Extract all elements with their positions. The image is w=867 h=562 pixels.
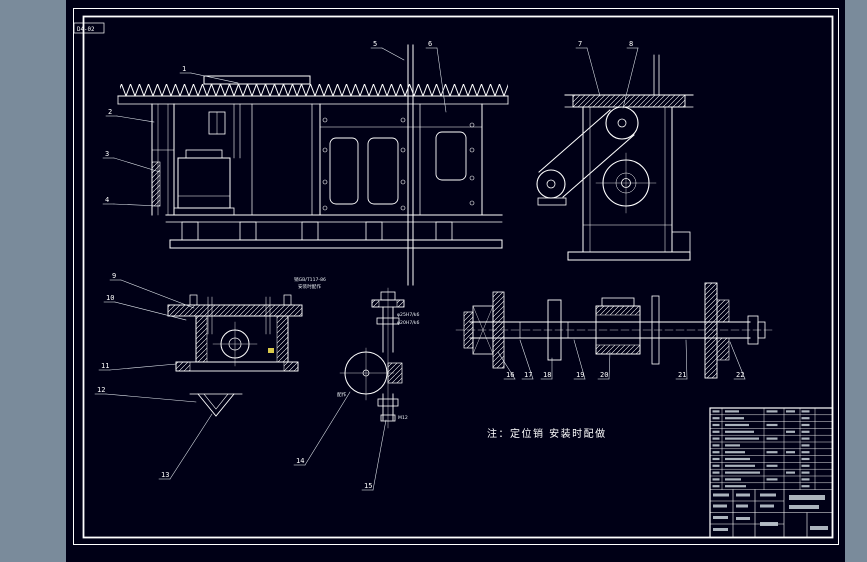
part-callout-19: 19 xyxy=(576,371,584,379)
part-callout-16: 16 xyxy=(506,371,514,379)
micro-annotation: M12 xyxy=(398,415,408,421)
part-callout-7: 7 xyxy=(578,40,582,48)
part-callout-10: 10 xyxy=(106,294,114,302)
flywheel-disc xyxy=(704,282,718,379)
assembly-note: 注：定位销 安装时配做 xyxy=(487,427,607,440)
part-callout-22: 22 xyxy=(736,371,744,379)
part-callout-15: 15 xyxy=(364,482,372,490)
part-callout-12: 12 xyxy=(97,386,105,394)
sheet-corner-label: D4-02 xyxy=(77,27,94,33)
part-callout-1: 1 xyxy=(182,65,186,73)
micro-annotation: φ20H7/k6 xyxy=(397,320,419,326)
bearing-housing-wall xyxy=(492,291,505,369)
inspection-window xyxy=(367,137,399,205)
detail-bearing-bracket-section xyxy=(167,294,303,417)
drawing-frame: D4-02 xyxy=(73,8,839,545)
part-callout-6: 6 xyxy=(428,40,432,48)
part-callout-18: 18 xyxy=(543,371,551,379)
part-callout-8: 8 xyxy=(629,40,633,48)
parts-list-text-marks xyxy=(712,410,810,488)
part-callout-5: 5 xyxy=(373,40,377,48)
part-callout-13: 13 xyxy=(161,471,169,479)
micro-annotation: 安装时配作 xyxy=(298,283,321,290)
base-plate xyxy=(169,239,503,249)
micro-annotation: φ25H7/k6 xyxy=(397,312,419,318)
v-groove-detail xyxy=(197,393,235,417)
part-callout-4: 4 xyxy=(105,196,109,204)
highlight-grip xyxy=(268,348,274,353)
view-machine-front-elevation xyxy=(117,44,509,286)
top-cover-plate xyxy=(203,75,311,85)
mount-plate-section xyxy=(167,304,303,317)
toothed-bar xyxy=(120,84,508,96)
part-callout-11: 11 xyxy=(101,362,109,370)
part-callout-9: 9 xyxy=(112,272,116,280)
view-machine-side-elevation xyxy=(536,54,694,261)
sheet-corner-box xyxy=(73,22,105,34)
part-callout-2: 2 xyxy=(108,108,112,116)
view-rotor-shaft-assembly xyxy=(455,282,775,379)
detail-pin-and-pulley xyxy=(339,287,405,429)
part-callout-3: 3 xyxy=(105,150,109,158)
inspection-window xyxy=(435,131,467,181)
shaft-collar xyxy=(547,299,562,361)
part-callout-20: 20 xyxy=(600,371,608,379)
micro-annotation: 配作 xyxy=(337,391,347,398)
inspection-window xyxy=(329,137,359,205)
part-callout-21: 21 xyxy=(678,371,686,379)
end-nut xyxy=(757,321,766,339)
title-block xyxy=(709,407,834,539)
top-beam-section xyxy=(572,94,686,108)
idler-pulley xyxy=(605,106,639,140)
part-callout-14: 14 xyxy=(296,457,304,465)
drive-belt xyxy=(538,109,611,173)
micro-annotation: 销GB/T117-86 xyxy=(294,276,326,283)
part-callout-17: 17 xyxy=(524,371,532,379)
